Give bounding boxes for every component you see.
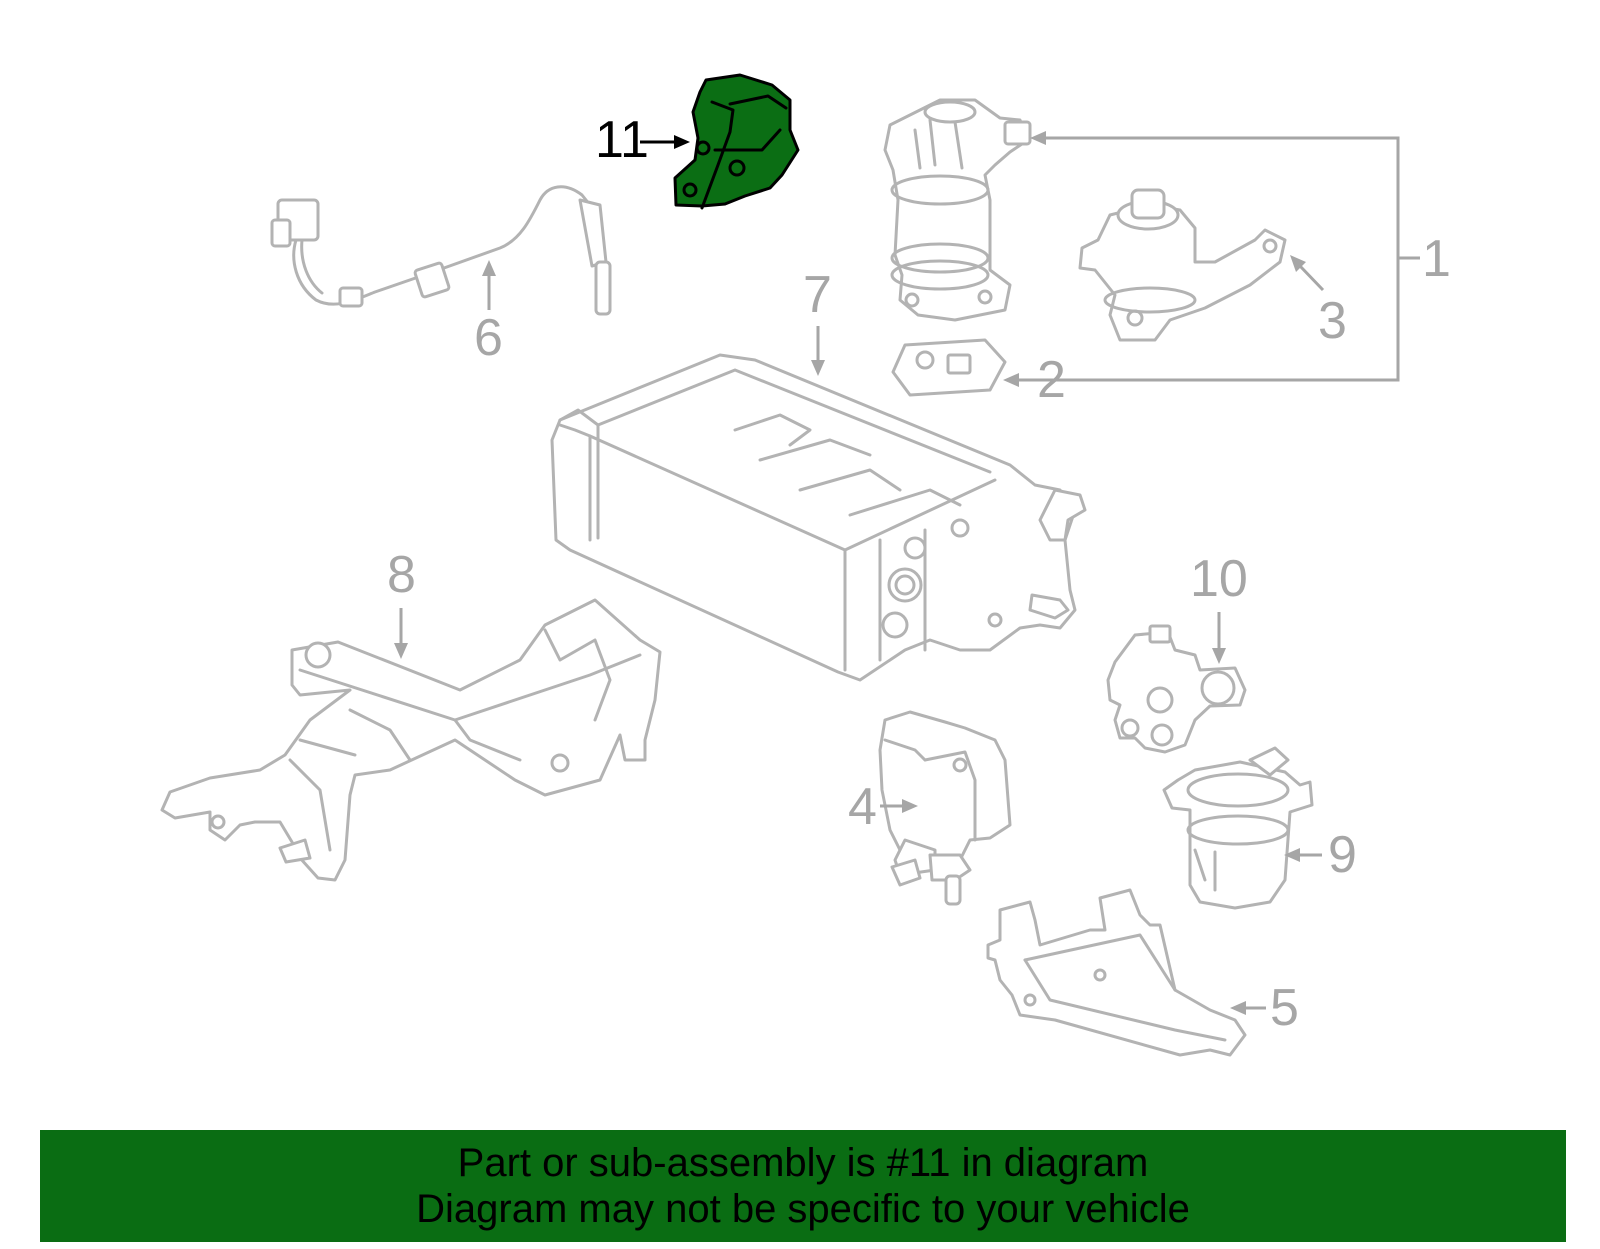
part-3-egr-valve-alt[interactable]	[1078, 188, 1287, 342]
info-banner: Part or sub-assembly is #11 in diagram D…	[40, 1130, 1566, 1242]
banner-line-part-reference: Part or sub-assembly is #11 in diagram	[457, 1141, 1149, 1185]
callout-10: 10	[1190, 550, 1248, 664]
part-7-charcoal-canister[interactable]	[550, 353, 1087, 682]
callout-4-label: 4	[848, 778, 877, 836]
part-10-purge-valve[interactable]	[1106, 624, 1247, 754]
callout-4: 4	[848, 778, 918, 836]
part-2-egr-gasket[interactable]	[891, 338, 1007, 397]
part-9-vent-valve[interactable]	[1162, 746, 1314, 910]
callout-9-label: 9	[1328, 826, 1357, 884]
part-5-bracket[interactable]	[986, 888, 1247, 1057]
callout-5-label: 5	[1270, 979, 1299, 1037]
callout-7-label: 7	[803, 266, 832, 324]
callout-11-label: 11	[595, 111, 649, 169]
part-8-canister-bracket[interactable]	[160, 598, 662, 882]
callout-5: 5	[1230, 979, 1299, 1037]
callout-11: 11	[595, 111, 690, 169]
callout-2-label: 2	[1037, 351, 1066, 409]
part-6-oxygen-sensor[interactable]	[270, 185, 612, 316]
part-11-bracket[interactable]	[673, 73, 800, 210]
callout-8-label: 8	[387, 546, 416, 604]
callout-7: 7	[803, 266, 832, 376]
part-4-solenoid[interactable]	[878, 710, 1012, 906]
callout-8: 8	[387, 546, 416, 659]
callout-1-bracket: 1 2 3	[1003, 131, 1451, 409]
callout-3-label: 3	[1318, 292, 1347, 350]
banner-line-disclaimer: Diagram may not be specific to your vehi…	[416, 1187, 1190, 1231]
part-1-egr-valve[interactable]	[883, 98, 1032, 322]
callout-9: 9	[1284, 826, 1357, 884]
callout-6-label: 6	[474, 309, 503, 367]
callout-6: 6	[474, 260, 503, 367]
callout-10-label: 10	[1190, 550, 1248, 608]
callout-1-label: 1	[1422, 230, 1451, 288]
